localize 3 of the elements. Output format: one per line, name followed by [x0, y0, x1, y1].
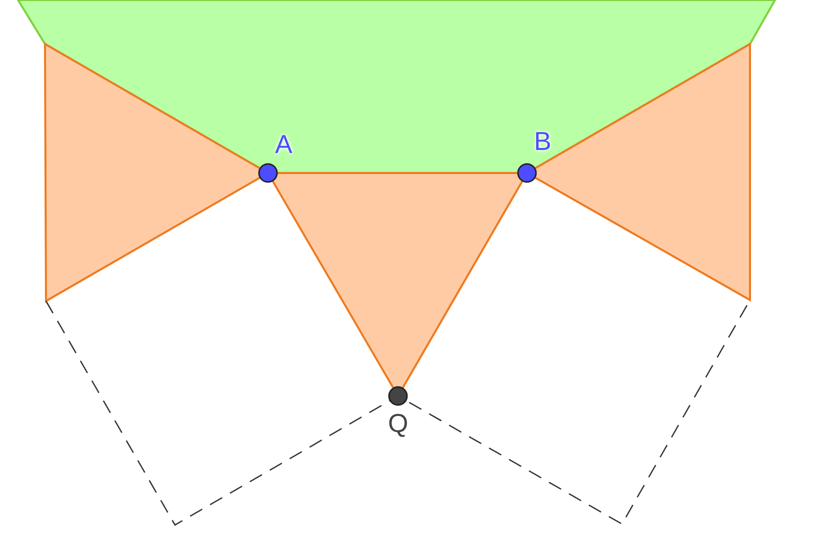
point-label: A: [275, 131, 292, 157]
point-label: Q: [388, 410, 408, 436]
point-label: B: [534, 128, 552, 154]
